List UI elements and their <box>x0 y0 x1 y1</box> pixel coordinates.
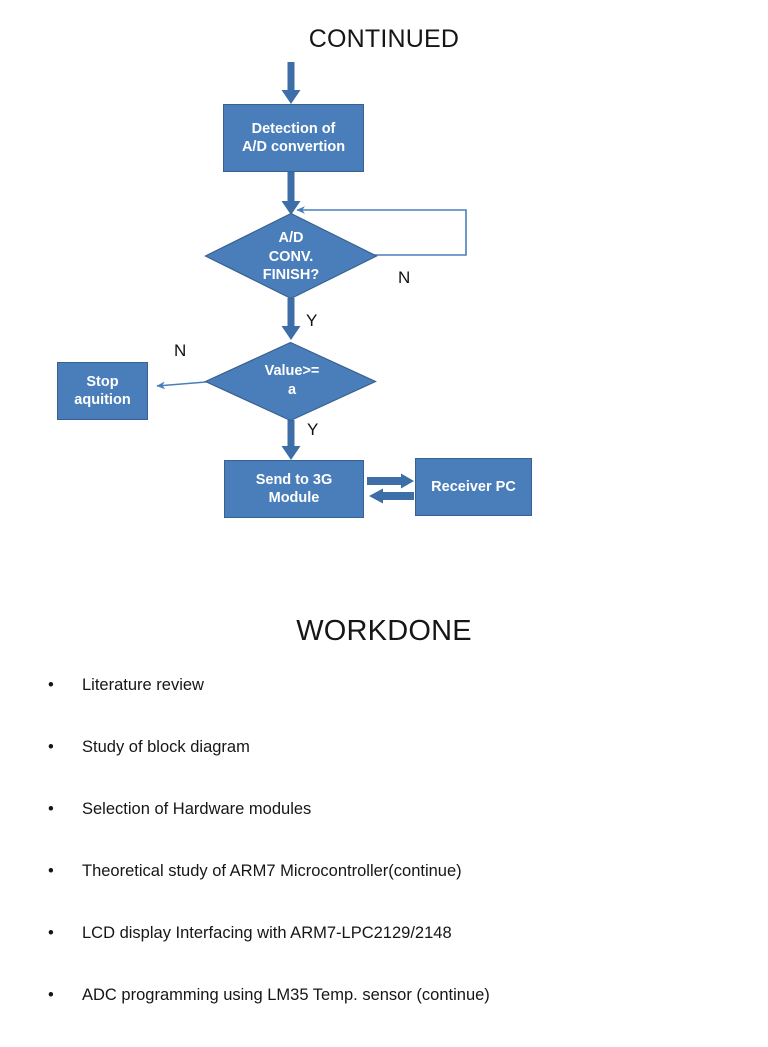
arrow-value-no-to-stop <box>156 381 207 390</box>
process-detection-line2: A/D convertion <box>241 139 346 155</box>
flowchart-diagram: Detection of A/D convertion A/D CONV. FI… <box>57 62 532 518</box>
list-item: • Literature review <box>44 675 734 737</box>
list-item-label: ADC programming using LM35 Temp. sensor … <box>82 986 490 1004</box>
arrow-value-yes-to-send3g <box>281 420 301 460</box>
decision-value-compare <box>204 341 377 422</box>
list-item-label: Selection of Hardware modules <box>82 800 312 818</box>
process-receiver-label: Receiver PC <box>431 478 516 495</box>
slide-continued: CONTINUED <box>57 25 532 518</box>
page-title-continued: CONTINUED <box>308 25 460 53</box>
bullet-icon: • <box>48 862 54 880</box>
page-title-workdone: WORKDONE <box>296 615 472 647</box>
arrow-detection-to-adcfinish <box>281 172 301 215</box>
process-send-to-3g-module: Send to 3G Module <box>224 460 364 518</box>
list-item-label: LCD display Interfacing with ARM7-LPC212… <box>82 924 452 942</box>
arrow-adcfinish-no-loopback <box>296 206 467 256</box>
process-stop-line1: Stop <box>86 373 119 390</box>
list-item: • LCD display Interfacing with ARM7-LPC2… <box>44 923 734 985</box>
list-item: • Study of block diagram <box>44 737 734 799</box>
process-detection-ad-conversion: Detection of A/D convertion <box>223 104 364 172</box>
arrow-entry-to-detection <box>281 62 301 104</box>
list-item: • ADC programming using LM35 Temp. senso… <box>44 985 734 1047</box>
bullet-icon: • <box>48 676 54 694</box>
process-receiver-pc: Receiver PC <box>415 458 532 516</box>
process-send3g-line1: Send to 3G <box>255 471 333 488</box>
edge-label-value-yes: Y <box>307 420 319 439</box>
process-send3g-line2: Module <box>268 490 320 506</box>
edge-label-adc-no: N <box>398 268 411 287</box>
slide-workdone: WORKDONE • Literature review • Study of … <box>0 560 768 1024</box>
flowchart-connectors <box>156 62 467 504</box>
list-item-label: Theoretical study of ARM7 Microcontrolle… <box>82 862 462 880</box>
edge-label-adc-yes: Y <box>306 311 318 330</box>
process-detection-line1: Detection of <box>251 120 336 137</box>
list-item-label: Study of block diagram <box>82 738 250 756</box>
arrow-send3g-to-receiver <box>367 473 414 489</box>
list-item: • Selection of Hardware modules <box>44 799 734 861</box>
bullet-icon: • <box>48 924 54 942</box>
bullet-icon: • <box>48 986 54 1004</box>
list-item: • Theoretical study of ARM7 Microcontrol… <box>44 861 734 923</box>
bullet-icon: • <box>48 738 54 756</box>
process-stop-acquisition: Stop aquition <box>57 362 148 420</box>
bullet-icon: • <box>48 800 54 818</box>
list-item-label: Literature review <box>82 676 204 694</box>
decision-adc-finish <box>204 212 378 300</box>
workdone-bullet-list: • Literature review • Study of block dia… <box>44 675 734 1047</box>
arrow-receiver-to-send3g <box>369 488 414 504</box>
edge-label-value-no: N <box>174 341 187 360</box>
process-stop-line2: aquition <box>74 392 131 408</box>
arrow-adcfinish-yes-to-value <box>281 298 301 340</box>
